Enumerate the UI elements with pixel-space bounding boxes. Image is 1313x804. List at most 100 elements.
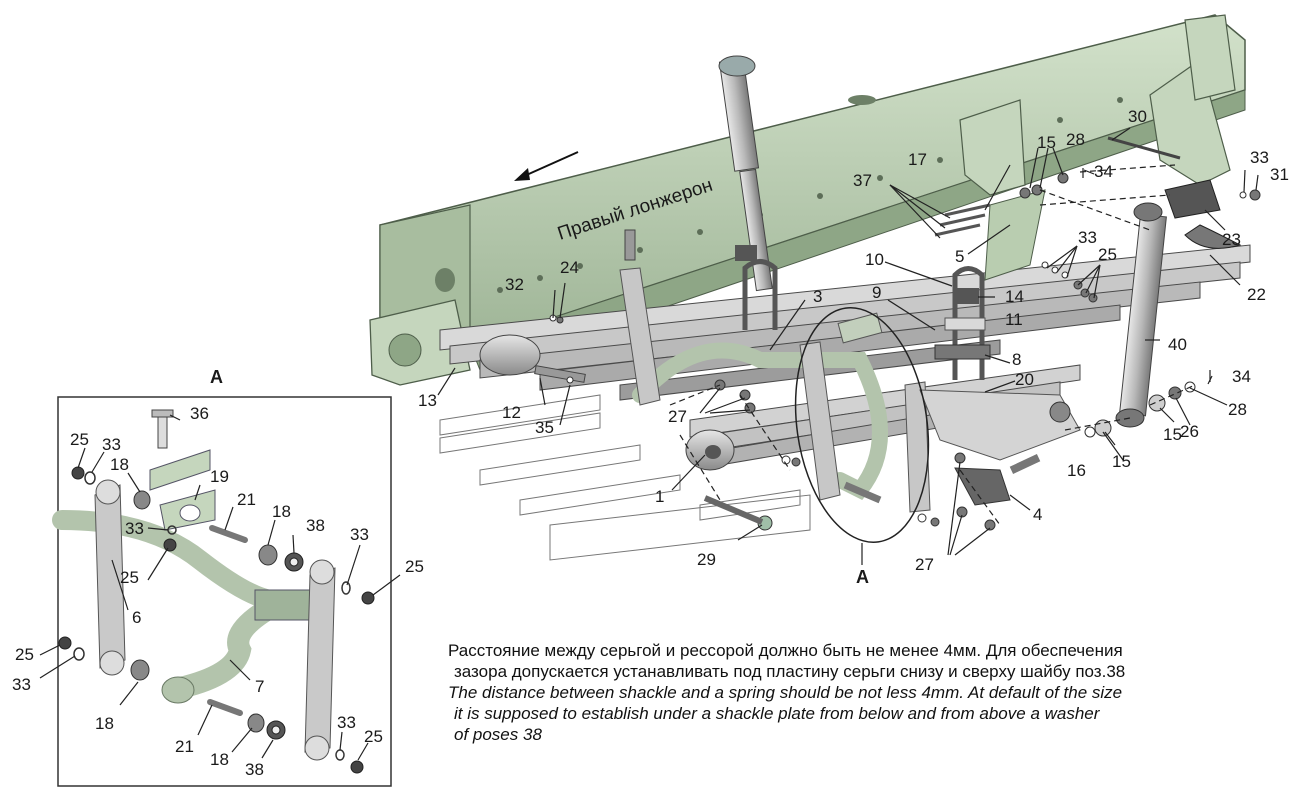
pad-11 — [944, 317, 986, 331]
callout: 27 — [915, 555, 934, 574]
bump-stop-front — [735, 245, 757, 261]
bracket-19-main — [837, 312, 883, 344]
callout: 31 — [1270, 165, 1289, 184]
callout: 11 — [1005, 310, 1023, 329]
callout: 33 — [1250, 148, 1269, 167]
callout: 15 — [1112, 452, 1131, 471]
front-spring-bracket — [369, 299, 471, 386]
note-en-line-1: The distance between shackle and a sprin… — [448, 683, 1123, 702]
callout: 23 — [1222, 230, 1241, 249]
detail-callout: 38 — [306, 516, 325, 535]
mount-23 — [1164, 179, 1221, 219]
detail-stabilizer-arm-7 — [169, 594, 286, 699]
detail-callout: 18 — [272, 502, 291, 521]
detail-bracket-19 — [149, 449, 216, 531]
direction-arrow — [514, 151, 579, 181]
detail-callout: 6 — [132, 608, 141, 627]
callout: 30 — [1128, 107, 1147, 126]
detail-callout: 33 — [125, 519, 144, 538]
callout: 13 — [418, 391, 437, 410]
detail-callout: 25 — [15, 645, 34, 664]
stabilizer-bar — [632, 342, 888, 501]
stabilizer-links-main — [619, 267, 931, 513]
callout: 17 — [908, 150, 927, 169]
detail-eye — [161, 676, 195, 704]
detail-callout: 25 — [405, 557, 424, 576]
callout: 27 — [668, 407, 687, 426]
detail-callout: 25 — [364, 727, 383, 746]
note-ru-line-1: Расстояние между серьгой и рессорой долж… — [448, 641, 1123, 660]
detail-callout: 19 — [210, 467, 229, 486]
detail-bushings — [130, 490, 278, 733]
assembly-note: Расстояние между серьгой и рессорой долж… — [448, 640, 1298, 745]
detail-ellipse-a — [794, 307, 930, 543]
detail-callout: 33 — [337, 713, 356, 732]
detail-callout: 36 — [190, 404, 209, 423]
callout: 40 — [1168, 335, 1187, 354]
callout: 25 — [1098, 245, 1117, 264]
bracket-4 — [954, 454, 1041, 506]
plate-5 — [984, 189, 1046, 281]
callout: 5 — [955, 247, 964, 266]
detail-callout: 18 — [110, 455, 129, 474]
hardware-main — [549, 172, 1261, 531]
rear-shock-absorber-40 — [1115, 202, 1167, 428]
bump-stop-14 — [955, 288, 979, 304]
bolts-17 — [934, 203, 991, 237]
callout: 14 — [1005, 287, 1024, 306]
detail-bolt-36 — [157, 412, 168, 449]
callout: 12 — [502, 403, 521, 422]
callout: 22 — [1247, 285, 1266, 304]
detail-callout: 33 — [102, 435, 121, 454]
callout-labels: 1 3 4 5 8 9 10 11 12 13 14 15 15 15 16 1… — [418, 107, 1289, 574]
detail-nuts — [58, 466, 375, 774]
assembly-lines — [669, 164, 1196, 526]
callout: 8 — [1012, 350, 1021, 369]
detail-callout-labels: 6 7 18 18 18 18 19 21 21 25 25 25 25 33 … — [12, 404, 424, 779]
note-en-line-2: it is supposed to establish under a shac… — [454, 704, 1100, 723]
u-bolt-front — [742, 259, 778, 330]
detail-link-right — [304, 559, 336, 761]
detail-callout: 21 — [237, 490, 256, 509]
callout: 9 — [872, 283, 881, 302]
plate-8 — [934, 344, 991, 360]
callout: 37 — [853, 171, 872, 190]
detail-callout: 7 — [255, 677, 264, 696]
callout: 33 — [1078, 228, 1097, 247]
detail-callout: 21 — [175, 737, 194, 756]
note-ru-line-2: зазора допускается устанавливать под пла… — [454, 662, 1126, 681]
callout: 10 — [865, 250, 884, 269]
callout: 34 — [1232, 367, 1251, 386]
detail-view-title: A — [210, 367, 223, 387]
callout: 26 — [1180, 422, 1199, 441]
detail-callout: 25 — [120, 568, 139, 587]
callout: 15 — [1163, 425, 1182, 444]
detail-callout: 38 — [245, 760, 264, 779]
detail-washers — [266, 552, 304, 740]
callout: 29 — [697, 550, 716, 569]
detail-callout: 18 — [210, 750, 229, 769]
detail-pins-21 — [207, 525, 248, 716]
u-bolt-rear — [952, 266, 985, 380]
bushing-1 — [685, 429, 735, 471]
callout: 3 — [813, 287, 822, 306]
callout: 16 — [1067, 461, 1086, 480]
callout: 4 — [1033, 505, 1042, 524]
callout: 24 — [560, 258, 579, 277]
pin-main — [843, 481, 882, 504]
leader-lines — [39, 127, 1259, 761]
pin-29 — [703, 495, 764, 525]
shackle-bracket-20 — [919, 389, 1081, 461]
pin-34-marks — [1082, 168, 1211, 382]
bracket-22 — [1184, 224, 1242, 249]
detail-callout: 33 — [12, 675, 31, 694]
callout: 20 — [1015, 370, 1034, 389]
detail-callout-a: A — [856, 567, 869, 587]
detail-callout: 18 — [95, 714, 114, 733]
callout: 1 — [655, 487, 664, 506]
detail-link-6 — [94, 479, 126, 676]
callout: 15 — [1037, 133, 1056, 152]
callout: 35 — [535, 418, 554, 437]
callout: 32 — [505, 275, 524, 294]
note-en-line-3: of poses 38 — [454, 725, 542, 744]
